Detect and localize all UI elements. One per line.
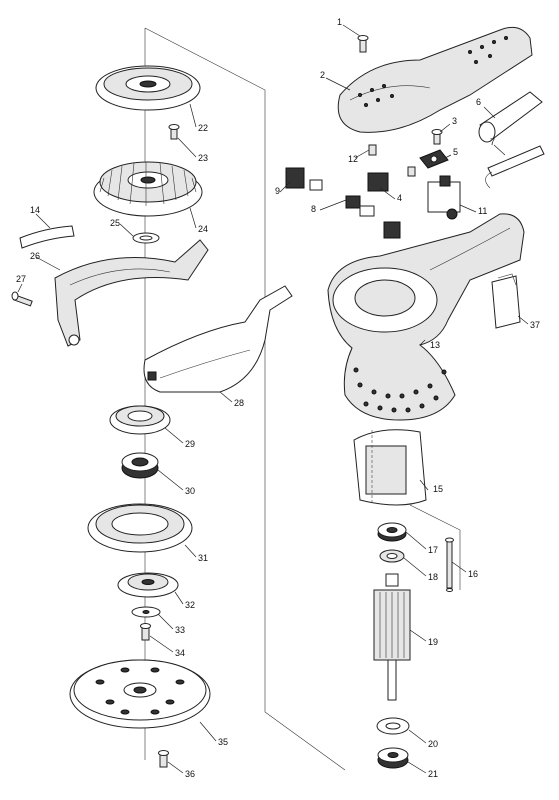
part-number-label-13: 13 [430, 340, 440, 350]
part-number-label-32: 32 [185, 600, 195, 610]
part-number-label-37: 37 [530, 320, 540, 330]
part-number-label-2: 2 [320, 70, 325, 80]
armature-part [373, 573, 411, 701]
washer-part-20 [376, 717, 410, 735]
part-number-label-27: 27 [16, 274, 26, 284]
side-grip-part [478, 91, 543, 143]
sanding-pad-part [69, 659, 211, 729]
flange-part [117, 572, 179, 598]
bearing-retainer-part [109, 405, 171, 435]
fan-part [93, 161, 203, 217]
part-number-label-20: 20 [428, 739, 438, 749]
part-number-label-25: 25 [110, 218, 120, 228]
washer-part-25 [132, 232, 160, 244]
part-number-label-31: 31 [198, 553, 208, 563]
housing-cover-part [337, 26, 533, 133]
field-part [353, 429, 427, 506]
leader-lines [17, 24, 529, 774]
part-number-label-3: 3 [452, 116, 457, 126]
ball-bearing-part-17 [377, 522, 407, 542]
part-number-label-21: 21 [428, 769, 438, 779]
part-number-label-16: 16 [468, 569, 478, 579]
brush-cap-part [285, 167, 323, 191]
part-number-label-22: 22 [198, 123, 208, 133]
part-number-label-34: 34 [175, 648, 185, 658]
long-screw-part [445, 537, 454, 592]
washer-part-33 [131, 606, 161, 618]
part-number-label-5: 5 [453, 147, 458, 157]
part-number-label-35: 35 [218, 737, 228, 747]
part-number-label-18: 18 [428, 572, 438, 582]
part-number-label-17: 17 [428, 545, 438, 555]
part-number-label-29: 29 [185, 439, 195, 449]
screw-part-1 [357, 35, 369, 53]
dust-shroud-part [54, 239, 209, 347]
ball-bearing-part-30 [121, 452, 159, 479]
part-number-label-28: 28 [234, 398, 244, 408]
part-number-label-6: 6 [476, 97, 481, 107]
screw-part-23 [168, 124, 180, 140]
screw-part-3 [431, 129, 443, 145]
top-cover-part [95, 65, 201, 111]
brake-ring-part [87, 503, 193, 553]
switch-part [427, 175, 461, 220]
part-number-label-9: 9 [275, 186, 280, 196]
part-number-label-19: 19 [428, 637, 438, 647]
part-number-label-23: 23 [198, 153, 208, 163]
part-number-label-7: 7 [490, 137, 495, 147]
brush-holder-part [367, 166, 416, 192]
part-number-label-12: 12 [348, 154, 358, 164]
screw-part-34 [140, 623, 151, 641]
pin-part-12 [368, 144, 377, 156]
part-number-label-1: 1 [337, 17, 342, 27]
part-number-label-14: 14 [30, 205, 40, 215]
part-number-label-26: 26 [30, 251, 40, 261]
part-number-label-33: 33 [175, 625, 185, 635]
motor-housing-part [327, 213, 525, 421]
screw-part-36 [158, 750, 169, 768]
insulation-washer-part [379, 549, 405, 563]
cord-clamp-part [419, 149, 449, 169]
cord-part [485, 145, 545, 189]
controller-part [491, 273, 521, 329]
part-number-label-36: 36 [185, 769, 195, 779]
part-labels: 1234567891112131415161718192021222324252… [16, 17, 540, 779]
carbon-brush-part [345, 195, 401, 239]
dust-nozzle-part [143, 285, 293, 393]
part-number-label-15: 15 [433, 484, 443, 494]
label-strip-part [19, 225, 75, 249]
part-number-label-24: 24 [198, 224, 208, 234]
part-number-label-8: 8 [311, 204, 316, 214]
part-number-label-11: 11 [478, 206, 487, 216]
part-number-label-4: 4 [397, 193, 402, 203]
part-number-label-30: 30 [185, 486, 195, 496]
ball-bearing-part-21 [377, 747, 409, 769]
screw-part-27 [11, 291, 33, 307]
